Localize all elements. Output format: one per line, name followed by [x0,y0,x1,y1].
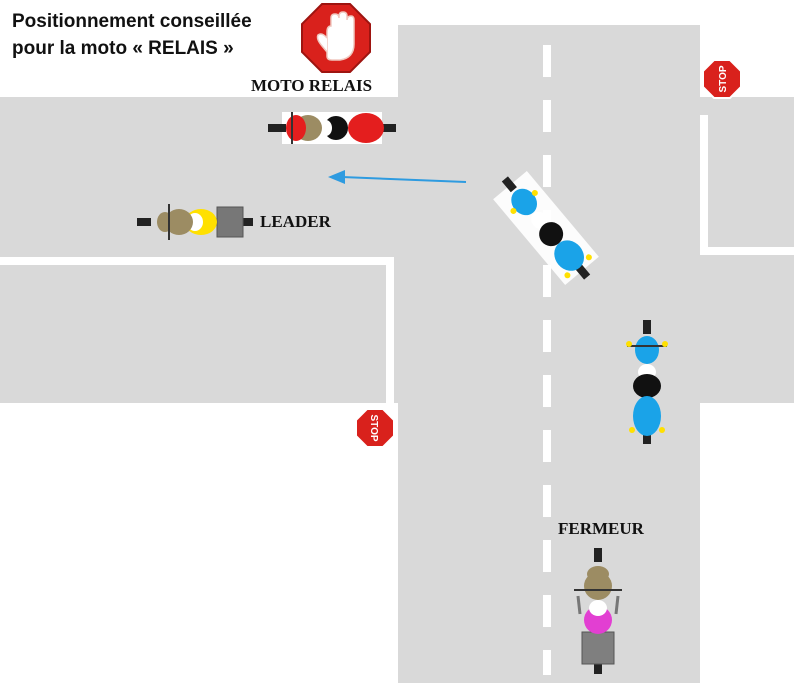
stop-hand-icon [302,4,370,72]
moto-relais-bike [268,112,396,144]
stop-sign-icon: STOP [356,409,394,447]
moto-relais-label: MOTO RELAIS [251,76,372,96]
stop-sign-icon: STOP [703,60,741,98]
leader-label: LEADER [260,212,331,232]
stop-sign-text-lower: STOP [368,414,379,441]
fermeur-label: FERMEUR [558,519,644,539]
stop-sign-text-upper: STOP [718,65,729,92]
road-surface [0,25,794,683]
